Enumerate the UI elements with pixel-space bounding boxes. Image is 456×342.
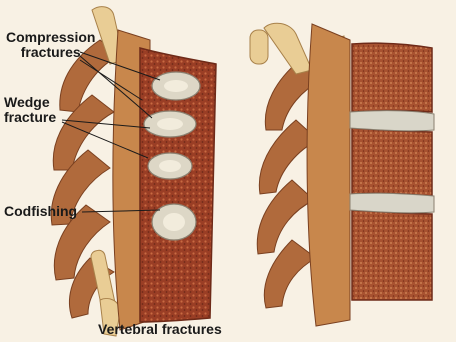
right-lamina (307, 24, 350, 326)
label-wedge-fracture: Wedge fracture (4, 95, 56, 124)
label-wedge-line1: Wedge (4, 95, 56, 110)
label-compression-line1: Compression (6, 30, 95, 45)
label-codfishing: Codfishing (4, 204, 77, 219)
right-spine-normal (250, 23, 434, 326)
label-wedge-line2: fracture (4, 110, 56, 125)
label-compression-fractures: Compression fractures (6, 30, 95, 59)
label-compression-line2: fractures (6, 45, 95, 60)
caption-vertebral-fractures: Vertebral fractures (98, 322, 222, 337)
right-vertebral-bodies (352, 43, 432, 300)
